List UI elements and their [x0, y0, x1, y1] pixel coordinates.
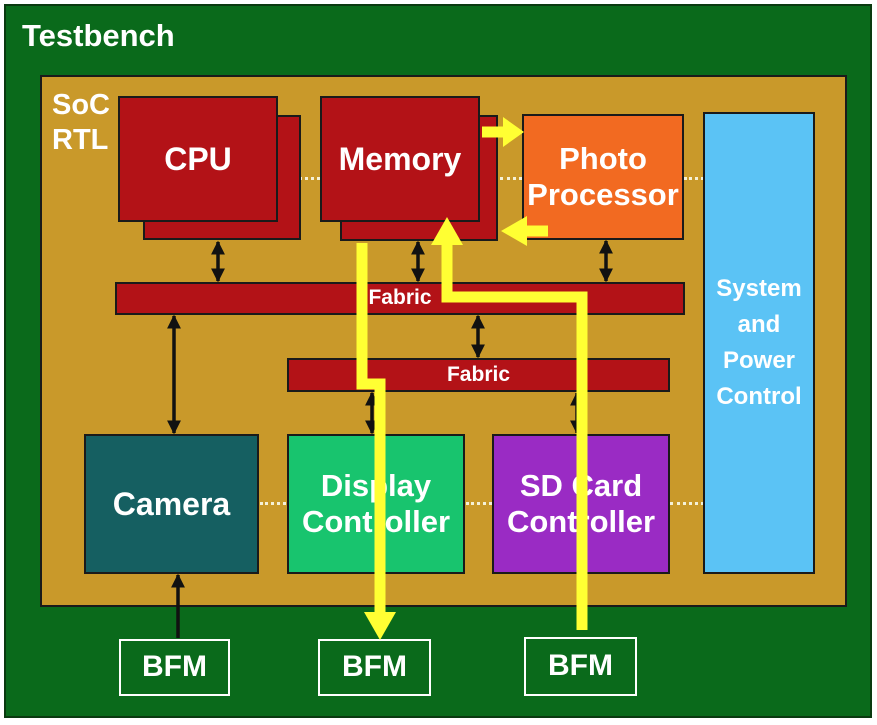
memory-arrowhead — [431, 217, 463, 245]
soc-rtl-label: SoC RTL — [52, 88, 110, 158]
system-power-line2: and — [737, 311, 781, 338]
system-power-line1: System — [716, 275, 802, 302]
system-power-control-block: System and Power Control — [703, 112, 815, 574]
dotted-link-sd-system — [670, 502, 704, 505]
memory-block: Memory — [320, 96, 480, 222]
soc-label-line2: RTL — [52, 123, 109, 156]
photo-processor-block: Photo Processor — [522, 114, 684, 240]
camera-block: Camera — [84, 434, 259, 574]
memory-to-display-path — [356, 243, 386, 615]
dotted-link-photo-system — [684, 177, 704, 180]
fabric-bottom-bar: Fabric — [287, 358, 670, 392]
photo-arrowhead — [503, 117, 524, 147]
soc-label-line1: SoC — [52, 89, 110, 121]
dotted-link-memory-photo — [500, 177, 522, 180]
bfm-sd-box: BFM — [524, 637, 637, 696]
memory-return-arrowhead — [501, 216, 527, 246]
dotted-link-display-sd — [466, 502, 492, 505]
photo-processor-line2: Processor — [527, 177, 679, 212]
testbench-title: Testbench — [22, 18, 175, 53]
fabric-top-bar: Fabric — [115, 282, 685, 315]
dotted-link-camera-display — [260, 502, 286, 505]
bfm-display-box: BFM — [318, 639, 431, 696]
photo-processor-line1: Photo — [559, 141, 647, 177]
system-power-line3: Power — [722, 347, 796, 374]
system-power-line4: Control — [716, 383, 802, 410]
dotted-link-cpu-memory — [282, 177, 320, 180]
bfm-camera-box: BFM — [119, 639, 230, 696]
cpu-block: CPU — [118, 96, 278, 222]
display-bfm-arrowhead — [364, 612, 396, 640]
sd-to-memory-path — [441, 243, 588, 630]
